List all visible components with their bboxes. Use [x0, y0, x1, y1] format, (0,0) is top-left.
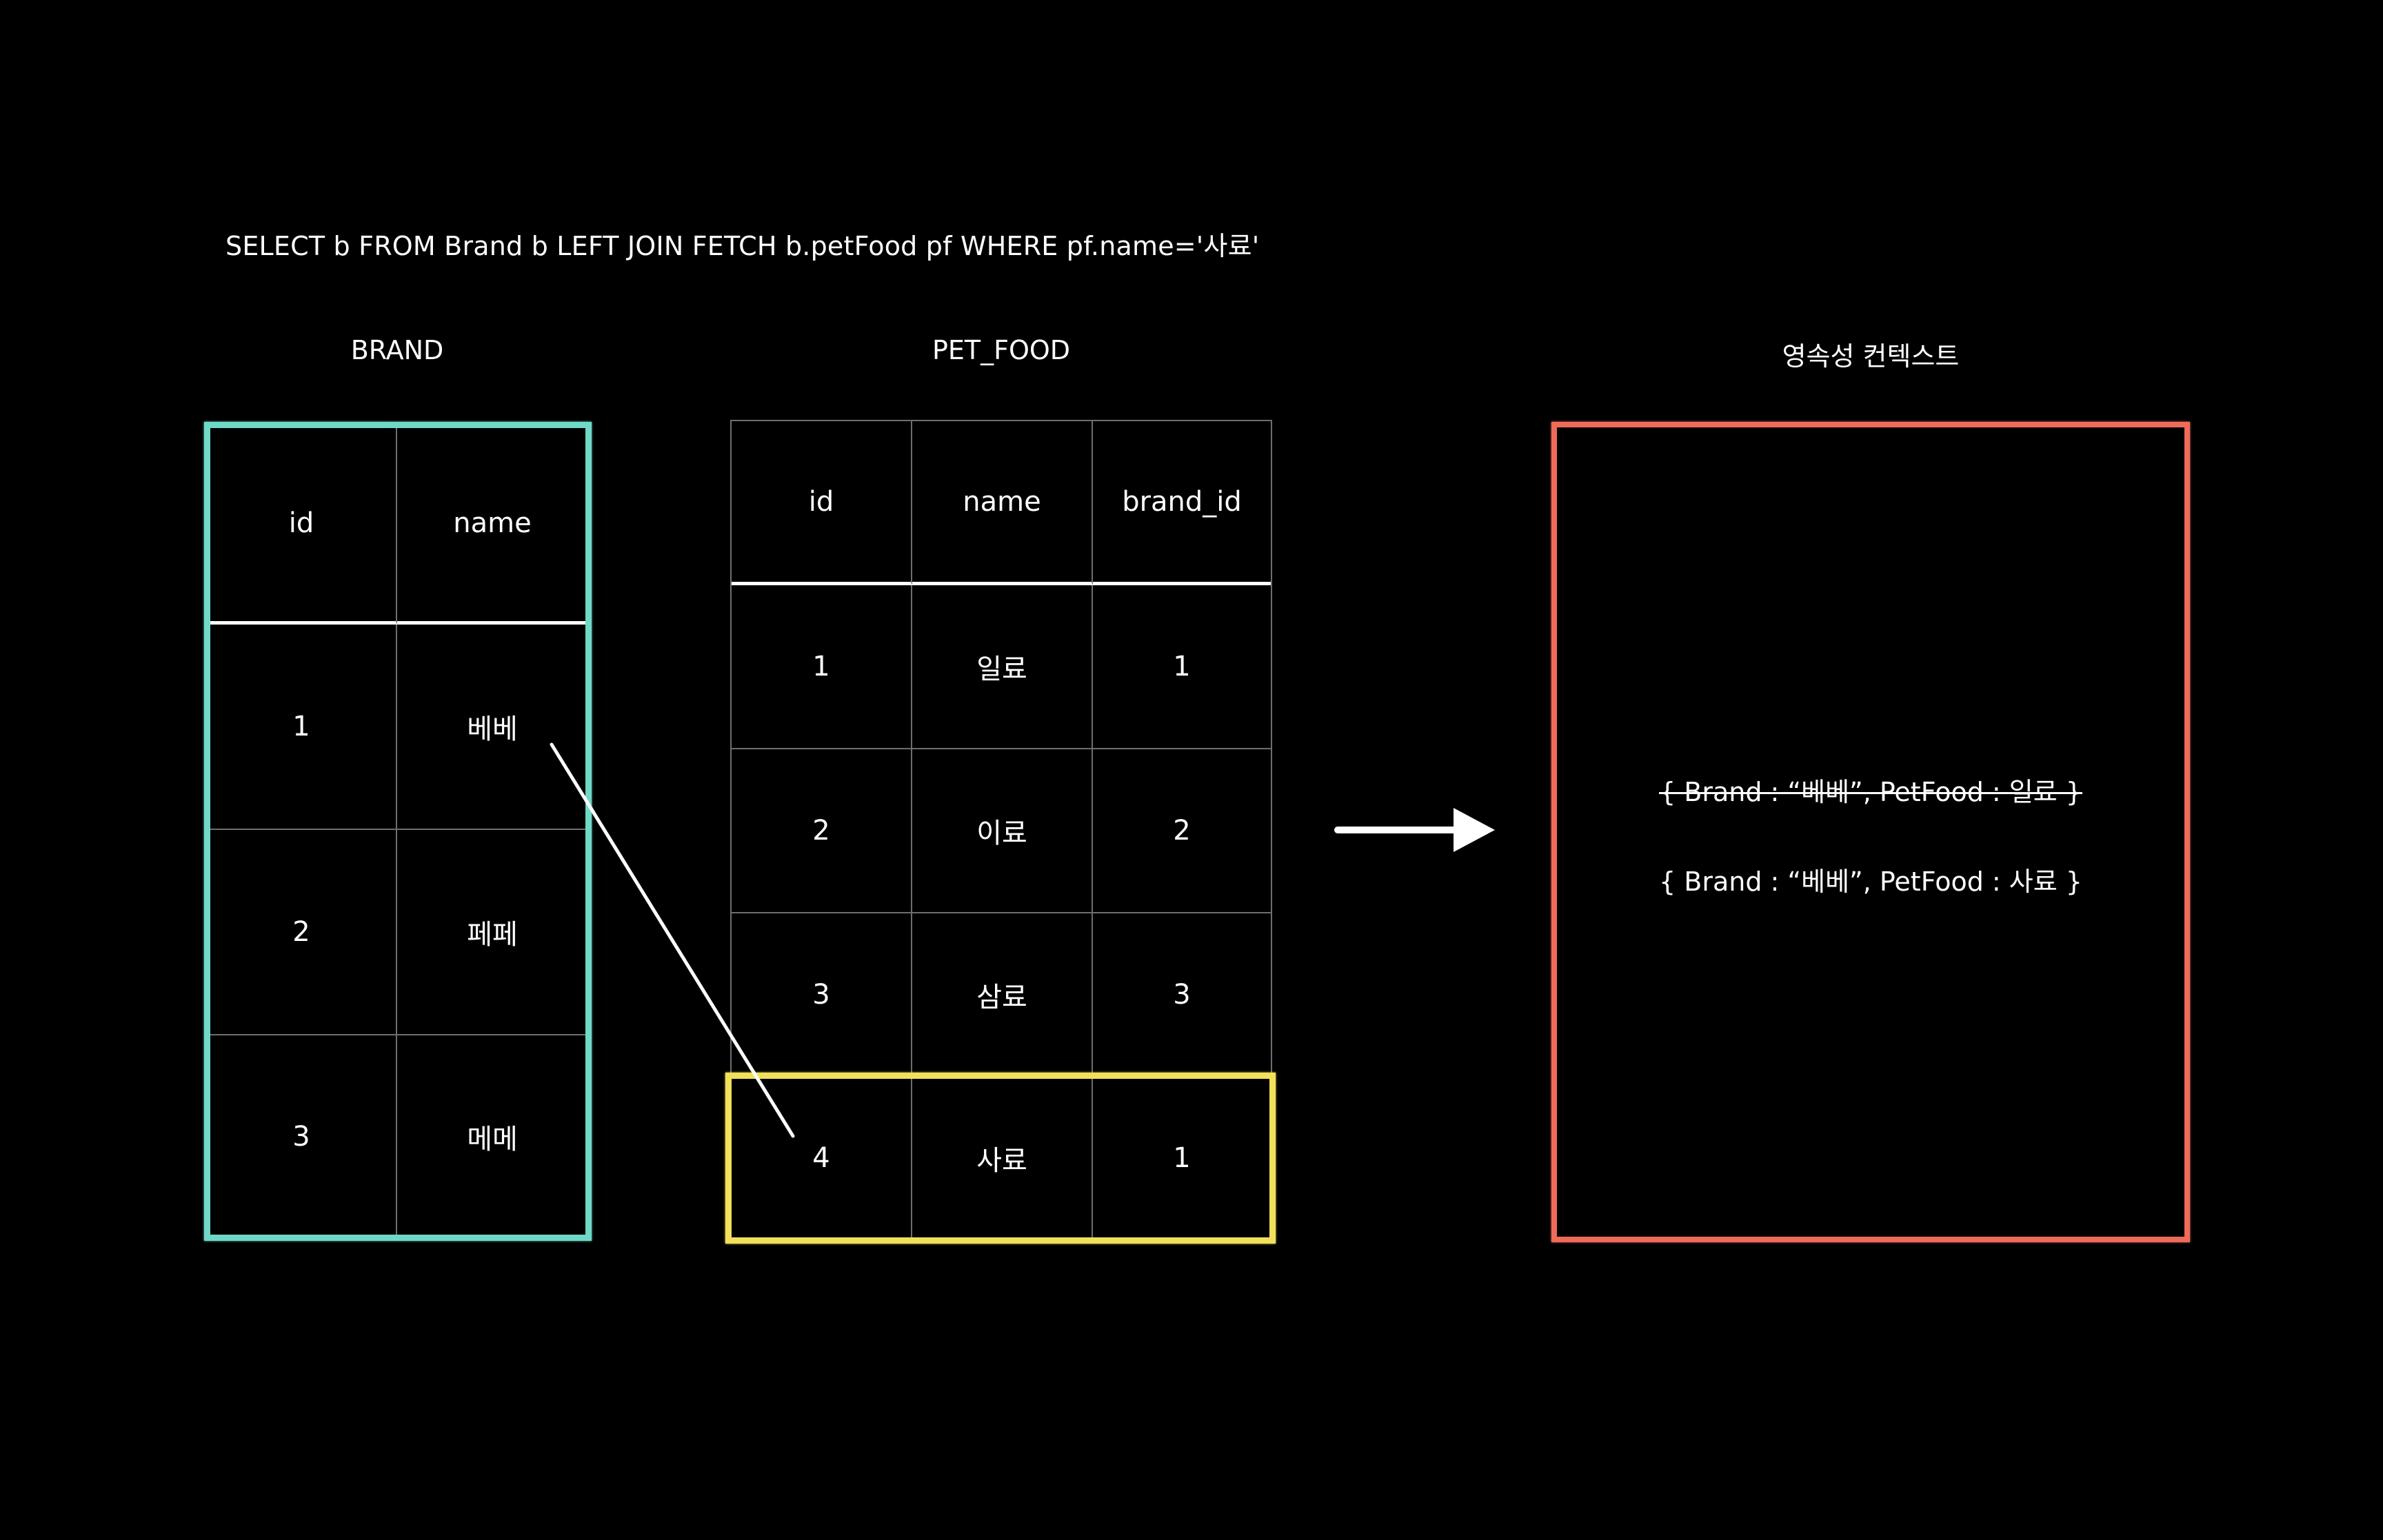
- petfood-cell-brand-id: 3: [1093, 913, 1271, 1077]
- brand-cell-id: 1: [207, 625, 397, 830]
- brand-header-id: id: [207, 425, 397, 625]
- brand-header-name: name: [397, 425, 587, 625]
- petfood-cell-id: 1: [732, 585, 912, 749]
- petfood-header-brand-id: brand_id: [1093, 421, 1271, 585]
- petfood-cell-brand-id: 1: [1173, 1142, 1191, 1174]
- brand-cell-name: 페페: [397, 830, 587, 1035]
- petfood-header-id: id: [732, 421, 912, 585]
- petfood-cell-name: 일료: [912, 585, 1093, 749]
- brand-cell-id: 3: [207, 1035, 397, 1238]
- brand-table-title: BRAND: [350, 335, 444, 365]
- petfood-header-name: name: [912, 421, 1093, 585]
- petfood-cell-id: 2: [732, 749, 912, 913]
- petfood-cell-name: 삼료: [912, 913, 1093, 1077]
- persistence-context-box: [1551, 422, 2190, 1242]
- brand-table: id name 1 베베 2 페페 3 메메: [207, 425, 587, 1238]
- petfood-cell-id: 3: [732, 913, 912, 1077]
- petfood-cell-name: 사료: [912, 1077, 1093, 1239]
- petfood-table-title: PET_FOOD: [932, 335, 1071, 365]
- context-entry-struck: { Brand : “베베”, PetFood : 일료 }: [1659, 777, 2082, 807]
- petfood-cell-brand-id: 1: [1093, 585, 1271, 749]
- persistence-context-title: 영속성 컨텍스트: [1782, 341, 1960, 372]
- brand-cell-id: 2: [207, 830, 397, 1035]
- petfood-table: id name brand_id 1 일료 1 2 이료 2 3 삼료 3 4 …: [730, 420, 1272, 1240]
- brand-cell-name: 메메: [467, 1124, 518, 1155]
- right-arrow-icon: [1334, 808, 1495, 852]
- petfood-cell-brand-id: 2: [1093, 749, 1271, 913]
- petfood-cell-id: 4: [732, 1077, 912, 1239]
- petfood-cell-name: 이료: [912, 749, 1093, 913]
- brand-cell-name: 베베: [397, 625, 587, 830]
- jpql-query: SELECT b FROM Brand b LEFT JOIN FETCH b.…: [225, 231, 1260, 261]
- context-entry: { Brand : “베베”, PetFood : 사료 }: [1659, 867, 2082, 897]
